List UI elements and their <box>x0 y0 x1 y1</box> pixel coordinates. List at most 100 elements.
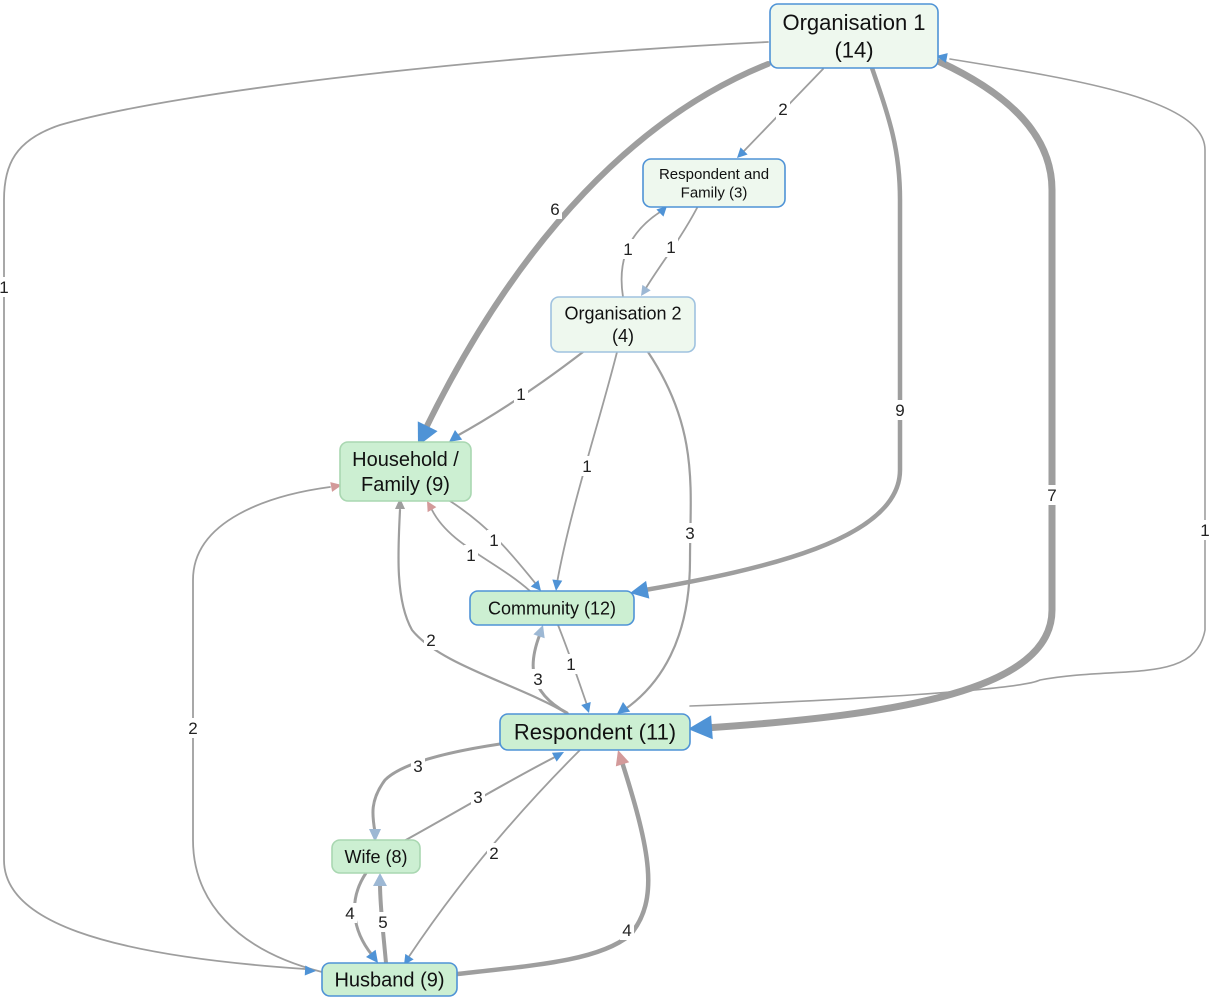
edge-label-bg <box>664 237 678 257</box>
edge-weight-label-hh-comm: 1 <box>487 530 501 550</box>
edge-weight-label-org2-comm: 1 <box>580 456 594 476</box>
edge-resp-wife <box>371 742 502 834</box>
node-box <box>550 296 696 353</box>
edge-label-bg <box>487 530 501 550</box>
edge-weight-label-org2-rf: 1 <box>621 239 635 259</box>
node-label: Organisation 1 <box>782 10 925 35</box>
node-label: Wife (8) <box>345 847 408 867</box>
node-hh[interactable]: Household /Family (9) <box>339 441 472 502</box>
edge-weight-text: 7 <box>1047 486 1056 505</box>
edge-label-bg <box>548 199 562 219</box>
edge-weight-text: 1 <box>666 238 675 257</box>
node-label: (14) <box>834 37 873 62</box>
arrowhead-wife-resp <box>551 752 564 762</box>
edge-org1-comm <box>642 65 903 593</box>
edge-weight-label-resp-wife: 3 <box>411 756 425 776</box>
edge-weight-text: 2 <box>188 719 197 738</box>
node-label: Organisation 2 <box>564 304 681 324</box>
edge-weight-label-org2-resp: 3 <box>683 523 697 543</box>
edge-husb-hh <box>192 486 331 973</box>
node-label: Community (12) <box>488 598 616 618</box>
arrowhead-hh-comm <box>530 580 541 591</box>
arrowhead-comm-resp <box>581 701 591 713</box>
node-resp[interactable]: Respondent (11) <box>499 713 691 751</box>
arrowhead-resp-hh <box>395 498 405 509</box>
edge-weight-label-husb-resp: 4 <box>620 920 634 940</box>
edge-weight-label-resp-hh: 2 <box>424 630 438 650</box>
edge-label-bg <box>621 239 635 259</box>
edge-label-bg <box>464 545 478 565</box>
arrowhead-org1-hh <box>417 421 438 446</box>
edge-weight-text: 9 <box>895 401 904 420</box>
edge-weight-label-resp-husb: 2 <box>487 843 501 863</box>
arrowheads-layer <box>304 53 948 976</box>
arrowhead-resp-comm <box>533 625 545 639</box>
edge-label-bg <box>487 843 501 863</box>
edge-weight-label-comm-hh: 1 <box>464 545 478 565</box>
edge-weight-label-org1-comm: 9 <box>893 400 907 420</box>
edge-label-bg <box>564 654 578 674</box>
edge-weight-text: 1 <box>623 240 632 259</box>
node-label: Family (9) <box>361 474 450 496</box>
arrowhead-org2-comm <box>552 579 563 591</box>
arrowhead-comm-hh <box>427 501 437 513</box>
node-org1[interactable]: Organisation 1(14) <box>769 3 939 69</box>
edge-weight-text: 3 <box>533 670 542 689</box>
edge-weight-text: 1 <box>516 385 525 404</box>
edge-weight-text: 1 <box>0 278 9 297</box>
edge-label-bg <box>186 718 200 738</box>
edge-weight-text: 2 <box>489 844 498 863</box>
edge-weight-label-husb-wife: 5 <box>376 912 390 932</box>
edge-weight-label-resp-comm: 3 <box>531 669 545 689</box>
edge-label-bg <box>411 756 425 776</box>
edge-label-bg <box>683 523 697 543</box>
edge-weight-label-rf-org2: 1 <box>664 237 678 257</box>
edge-org1-husb <box>3 41 769 970</box>
edge-label-bg <box>531 669 545 689</box>
edge-org1-resp <box>701 58 1056 732</box>
edge-resp-hh <box>397 508 570 716</box>
arrowhead-rf-org2 <box>641 284 651 296</box>
edge-weight-label-wife-resp: 3 <box>471 787 485 807</box>
edge-weight-text: 2 <box>778 100 787 119</box>
edge-weight-text: 1 <box>582 457 591 476</box>
edge-weight-label-org1-husb: 1 <box>0 277 11 297</box>
arrowhead-org1-rf <box>737 147 748 158</box>
node-wife[interactable]: Wife (8) <box>331 839 421 874</box>
edge-label-bg <box>343 903 357 923</box>
edge-weight-text: 1 <box>466 546 475 565</box>
arrowhead-org2-rf <box>656 206 667 217</box>
edge-weight-label-resp-org1: 1 <box>1198 520 1212 540</box>
node-husb[interactable]: Husband (9) <box>321 962 458 997</box>
edge-label-bg <box>376 912 390 932</box>
edge-label-bg <box>514 384 528 404</box>
arrowhead-husb-resp <box>615 750 630 767</box>
node-label: Respondent and <box>659 166 769 183</box>
edge-weight-text: 2 <box>426 631 435 650</box>
edge-hh-comm <box>449 500 537 585</box>
edge-label-bg <box>580 456 594 476</box>
node-box <box>321 962 458 997</box>
node-label: Respondent (11) <box>514 720 676 745</box>
edge-label-bg <box>1045 485 1059 505</box>
node-org2[interactable]: Organisation 2(4) <box>550 296 696 353</box>
edge-comm-hh <box>431 509 531 592</box>
node-label: Husband (9) <box>334 970 444 992</box>
edge-weight-text: 1 <box>566 655 575 674</box>
node-box <box>769 3 939 69</box>
node-comm[interactable]: Community (12) <box>469 590 635 626</box>
node-box <box>469 590 635 626</box>
edge-weight-label-org2-hh: 1 <box>514 384 528 404</box>
edge-weight-text: 6 <box>550 200 559 219</box>
edge-label-bg <box>471 787 485 807</box>
edge-label-bg <box>893 400 907 420</box>
node-box <box>642 158 786 208</box>
edges-layer <box>3 41 1206 977</box>
arrowhead-org2-hh <box>449 430 463 442</box>
arrowhead-org2-resp <box>617 702 631 714</box>
node-box <box>339 441 472 502</box>
